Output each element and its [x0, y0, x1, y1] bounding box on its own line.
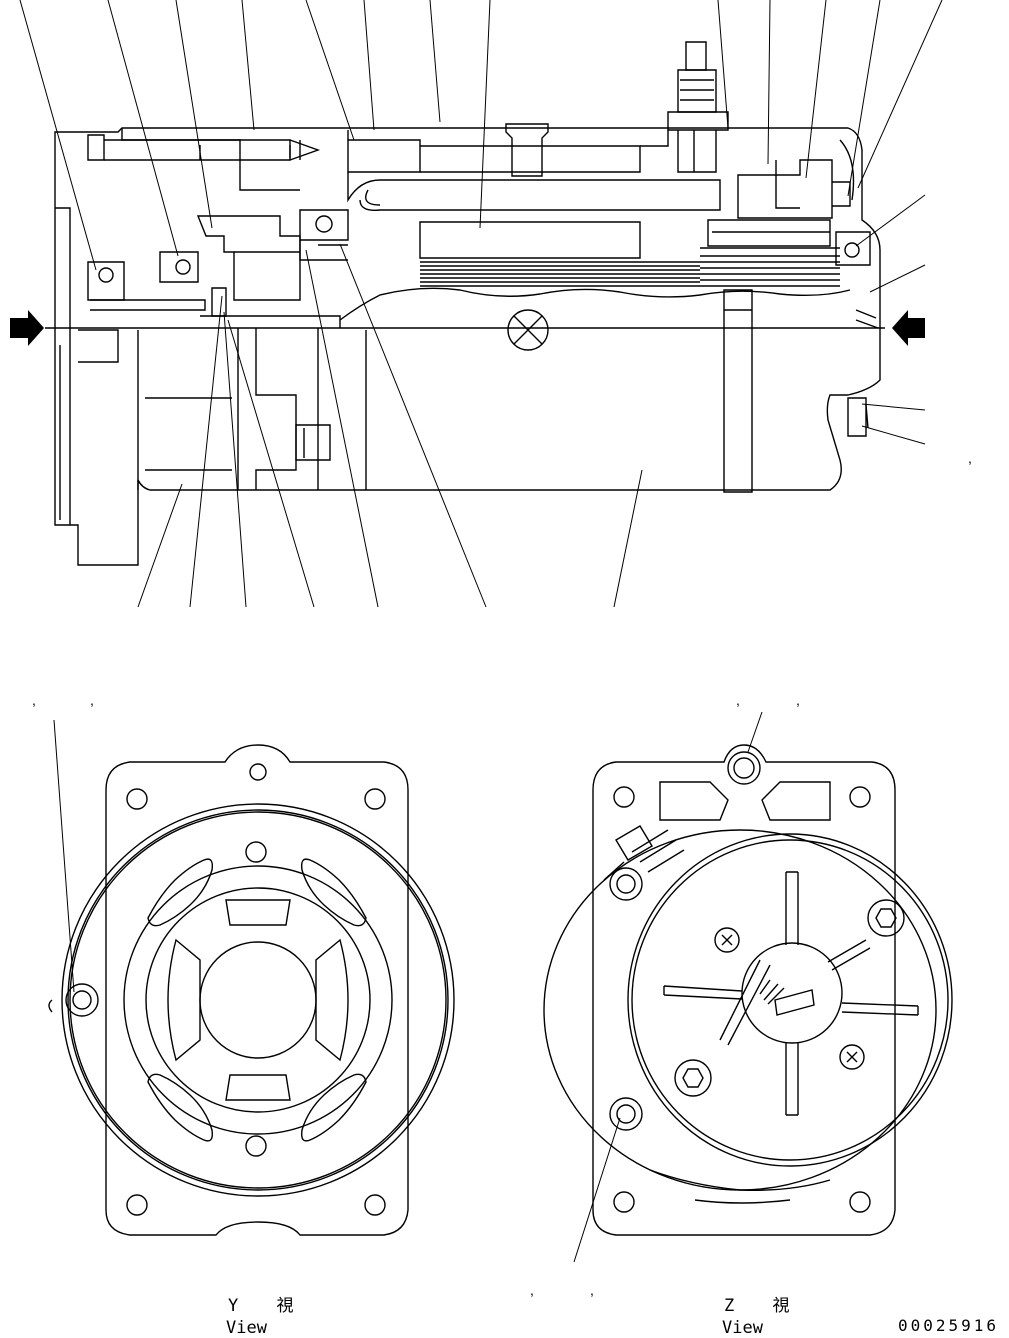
view-y-en-label: View [226, 1318, 267, 1338]
side-section-view [10, 41, 925, 566]
view-y-jp-label: Y 視 [228, 1296, 308, 1316]
callout-mark: , [796, 692, 800, 708]
view-y-drawing [48, 719, 455, 1236]
view-z-jp-label: Z 視 [724, 1296, 804, 1316]
view-arrow-left [10, 310, 44, 346]
view-z-en-label: View [722, 1318, 763, 1338]
view-z-drawing [543, 711, 953, 1263]
callout-mark: , [90, 692, 94, 708]
callout-mark: , [968, 450, 972, 466]
view-arrow-right [892, 310, 925, 346]
callout-mark: , [32, 692, 36, 708]
callout-leader-lines [19, 0, 943, 608]
callout-mark: , [590, 1282, 594, 1298]
drawing-number: 00025916 [898, 1316, 1000, 1335]
callout-mark: , [530, 1282, 534, 1298]
callout-mark: , [736, 692, 740, 708]
